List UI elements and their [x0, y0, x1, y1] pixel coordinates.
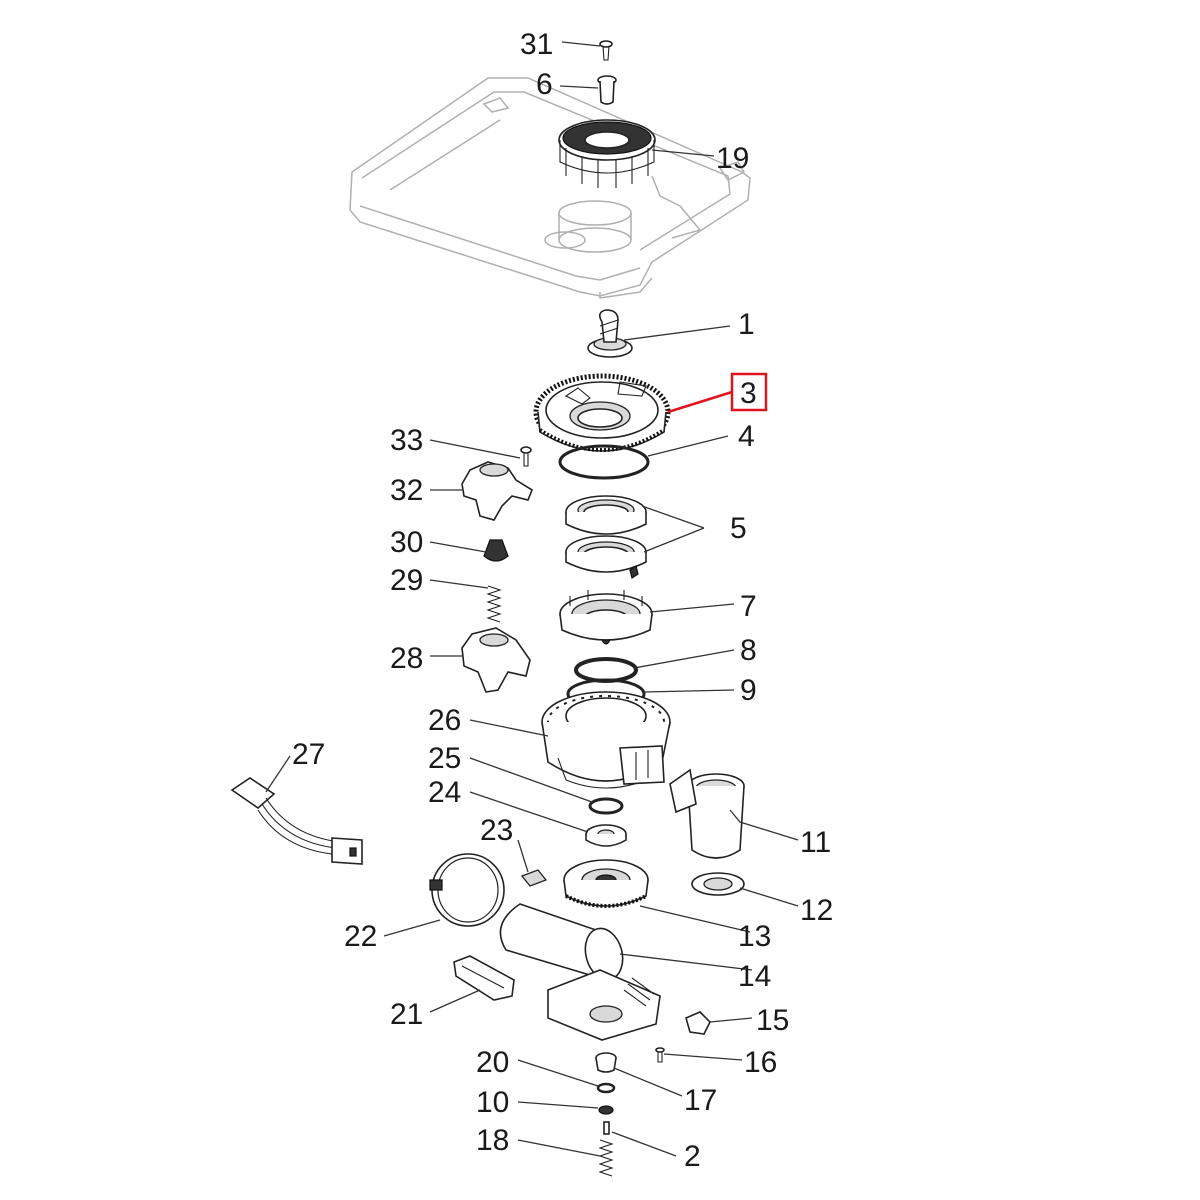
- part-12-grommet[interactable]: [691, 872, 745, 896]
- part-19-cam-ring[interactable]: [558, 119, 656, 188]
- part-1-drive-pin[interactable]: [587, 309, 633, 358]
- part-11-cup[interactable]: [669, 768, 745, 859]
- callout-20[interactable]: 20: [476, 1046, 509, 1079]
- part-33-screw[interactable]: [520, 446, 532, 467]
- callout-22[interactable]: 22: [344, 920, 377, 953]
- callout-32[interactable]: 32: [390, 474, 423, 507]
- callout-3[interactable]: 3: [740, 377, 757, 410]
- part-30-knob[interactable]: [483, 539, 509, 562]
- callout-33[interactable]: 33: [390, 424, 423, 457]
- callout-16[interactable]: 16: [744, 1046, 777, 1079]
- callout-6[interactable]: 6: [536, 68, 553, 101]
- part-3-gear-ring[interactable]: [533, 373, 671, 452]
- part-5-bearing-lower[interactable]: [565, 535, 647, 579]
- part-6-bushing[interactable]: [597, 75, 617, 105]
- callout-27[interactable]: 27: [292, 738, 325, 771]
- callout-8[interactable]: 8: [740, 634, 757, 667]
- part-29-spring[interactable]: [486, 585, 502, 623]
- callout-12[interactable]: 12: [800, 894, 833, 927]
- part-28-bracket[interactable]: [461, 627, 531, 693]
- part-25-washer[interactable]: [588, 797, 624, 815]
- part-20-washer[interactable]: [596, 1082, 616, 1094]
- part-7-hub[interactable]: [559, 590, 653, 645]
- part-27-cable-harness[interactable]: [230, 777, 363, 865]
- part-23-clip[interactable]: [520, 869, 548, 887]
- part-2-pin[interactable]: [603, 1121, 610, 1135]
- callout-2[interactable]: 2: [684, 1140, 701, 1173]
- highlight-leader-3: [667, 390, 733, 414]
- callout-9[interactable]: 9: [740, 674, 757, 707]
- callout-15[interactable]: 15: [756, 1004, 789, 1037]
- part-16-screw[interactable]: [655, 1047, 665, 1063]
- callout-30[interactable]: 30: [390, 526, 423, 559]
- callout-25[interactable]: 25: [428, 742, 461, 775]
- callout-13[interactable]: 13: [738, 920, 771, 953]
- callout-17[interactable]: 17: [684, 1084, 717, 1117]
- callout-14[interactable]: 14: [738, 960, 771, 993]
- part-8-ring[interactable]: [574, 657, 638, 683]
- callout-21[interactable]: 21: [390, 998, 423, 1031]
- callout-1[interactable]: 1: [738, 308, 755, 341]
- part-5-bearing-upper[interactable]: [565, 495, 647, 535]
- part-31-screw[interactable]: [599, 40, 613, 61]
- part-24-spacer[interactable]: [585, 824, 627, 847]
- part-21-bracket[interactable]: [453, 955, 515, 1001]
- callout-31[interactable]: 31: [520, 28, 553, 61]
- highlight-box-3: [730, 372, 768, 412]
- callout-labels: 31 6 19 1 3 4 33 32 5 30 29 7 8 28 9 26 …: [292, 28, 833, 1173]
- part-22-band[interactable]: [429, 853, 505, 927]
- callout-5[interactable]: 5: [730, 512, 747, 545]
- callout-19[interactable]: 19: [716, 142, 749, 175]
- callout-4[interactable]: 4: [738, 420, 755, 453]
- callout-11[interactable]: 11: [800, 826, 831, 859]
- part-26-housing[interactable]: [541, 691, 671, 789]
- part-10-nut[interactable]: [598, 1105, 614, 1115]
- callout-23[interactable]: 23: [480, 814, 513, 847]
- callout-28[interactable]: 28: [390, 642, 423, 675]
- top-tray-ghost: [349, 77, 751, 299]
- callout-24[interactable]: 24: [428, 776, 461, 809]
- part-13-pulley[interactable]: [563, 859, 649, 908]
- callout-10[interactable]: 10: [476, 1086, 509, 1119]
- part-18-spring[interactable]: [598, 1139, 614, 1177]
- part-32-bracket[interactable]: [461, 461, 533, 521]
- part-14-motor[interactable]: [499, 903, 661, 1041]
- callout-7[interactable]: 7: [740, 590, 757, 623]
- part-15-cap[interactable]: [685, 1011, 711, 1035]
- part-4-o-ring[interactable]: [558, 444, 650, 480]
- part-17-bushing[interactable]: [595, 1052, 617, 1073]
- callout-29[interactable]: 29: [390, 564, 423, 597]
- callout-18[interactable]: 18: [476, 1124, 509, 1157]
- leader-lines: [265, 41, 799, 1157]
- callout-26[interactable]: 26: [428, 704, 461, 737]
